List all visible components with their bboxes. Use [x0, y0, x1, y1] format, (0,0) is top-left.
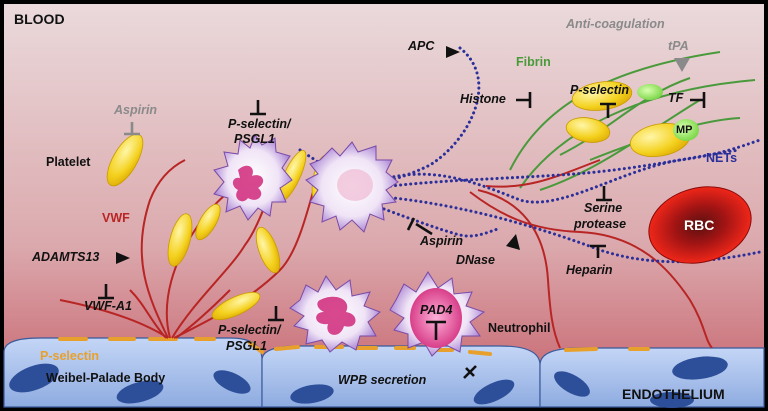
- wpb-secretion-label: WPB secretion: [338, 373, 427, 387]
- inhibit-icon: [516, 92, 532, 108]
- blood-region-label: BLOOD: [14, 11, 65, 27]
- weibel-palade-label: Weibel-Palade Body: [46, 371, 166, 385]
- tf-particle: [637, 84, 663, 100]
- neutrophil-rolling: [289, 275, 381, 353]
- inhibit-icon: [690, 92, 706, 108]
- apc-label: APC: [408, 39, 435, 53]
- aspirin-top-label: Aspirin: [114, 103, 158, 117]
- red-blood-cell: [648, 186, 752, 264]
- arrow-icon: [506, 234, 520, 250]
- pselectin-psgl1-bottom-label-2: PSGL1: [226, 339, 267, 353]
- neutrophil-adhered-top: [213, 133, 293, 221]
- nucleus: [290, 384, 334, 404]
- dnase-label: DNase: [456, 253, 495, 267]
- endothelial-pselectin: [58, 337, 650, 356]
- platelet-label: Platelet: [46, 155, 91, 169]
- histone-label: Histone: [460, 92, 506, 106]
- inhibit-icon: [124, 122, 140, 136]
- inhibit-icon: [600, 102, 616, 118]
- tpa-label: tPA: [668, 39, 689, 53]
- endothelium: [3, 337, 765, 408]
- pselectin-fibrin-label: P-selectin: [570, 83, 630, 97]
- nucleus: [213, 370, 251, 394]
- inhibit-icon: [596, 186, 612, 202]
- arrow-icon: [116, 252, 130, 264]
- fibrin-label: Fibrin: [516, 55, 551, 69]
- pselectin-endothelium-label: P-selectin: [40, 349, 100, 363]
- mp-label: MP: [676, 124, 693, 136]
- vwf-label: VWF: [102, 211, 130, 225]
- nucleus: [554, 371, 590, 397]
- nucleus: [9, 363, 59, 393]
- inhibit-icon: [268, 306, 284, 322]
- inhibit-icon: [406, 217, 433, 236]
- rbc-label: RBC: [684, 217, 715, 233]
- nucleus: [672, 356, 728, 380]
- inhibit-icon: [590, 244, 606, 258]
- heparin-label: Heparin: [566, 263, 613, 277]
- pselectin-psgl1-top-label-1: P-selectin/: [228, 117, 291, 131]
- serine-label: Serine: [584, 201, 623, 215]
- protease-label: protease: [574, 217, 627, 231]
- pad4-label: PAD4: [420, 303, 453, 317]
- nucleus: [116, 380, 164, 404]
- nets-label: NETs: [706, 151, 738, 165]
- neutrophil-label: Neutrophil: [488, 321, 551, 335]
- vwf-a1-label: VWF-A1: [84, 299, 132, 313]
- pselectin-psgl1-top-label-2: PSGL1: [234, 132, 275, 146]
- inhibition-marks: [98, 92, 706, 379]
- arrow-icon: [446, 46, 460, 58]
- neutrophil-netosing: [305, 141, 399, 233]
- microparticle: [673, 119, 699, 141]
- nucleus: [473, 379, 515, 405]
- nucleus: [650, 392, 694, 408]
- pselectin-psgl1-bottom-label-1: P-selectin/: [218, 323, 281, 337]
- inhibit-icon: [426, 320, 446, 340]
- tpa-arrow-icon: [674, 58, 690, 72]
- tf-label: TF: [668, 91, 684, 105]
- inhibit-icon: [463, 365, 477, 379]
- arrow-marks: [116, 46, 520, 264]
- inhibition-marks-gray: [124, 122, 140, 136]
- adamts13-label: ADAMTS13: [32, 250, 100, 264]
- anticoagulation-label: Anti-coagulation: [566, 17, 665, 31]
- inhibit-icon: [98, 284, 114, 300]
- inhibit-icon: [250, 100, 266, 116]
- neutrophil-pad4: [389, 271, 486, 357]
- aspirin-mid-label: Aspirin: [420, 234, 464, 248]
- endothelium-region-label: ENDOTHELIUM: [622, 386, 725, 402]
